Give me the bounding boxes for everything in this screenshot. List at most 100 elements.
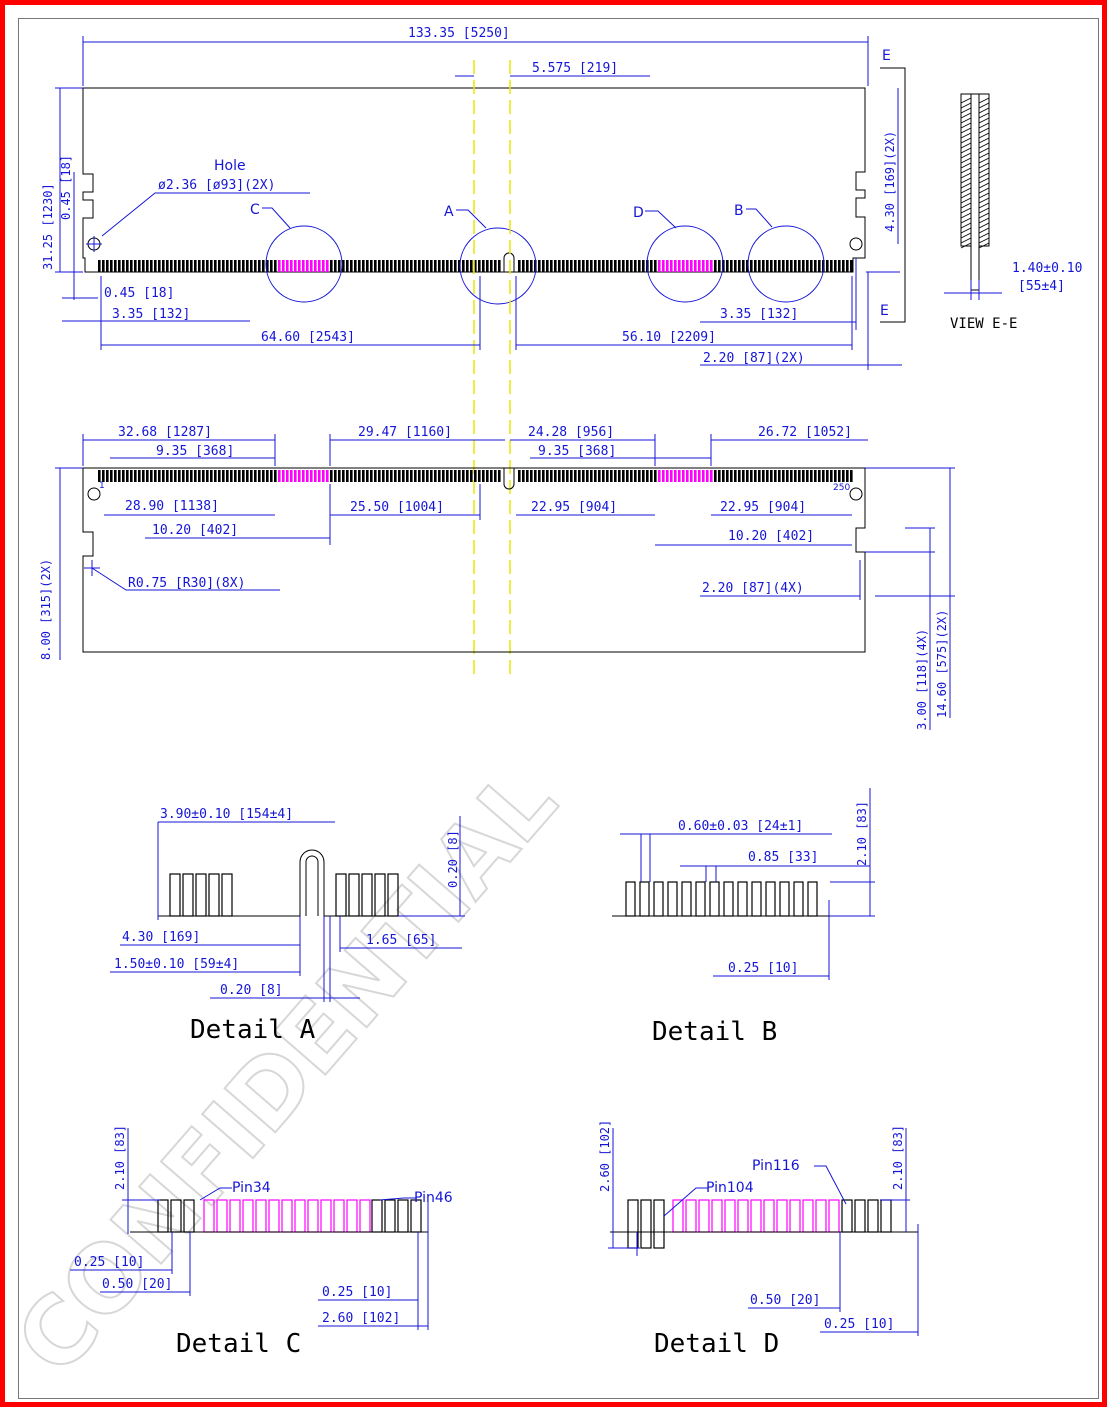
pin-tooth: [810, 260, 813, 272]
pin-tooth: [370, 470, 373, 482]
pin-tooth: [686, 260, 689, 272]
pin-tooth: [710, 470, 713, 482]
pin-tooth: [590, 470, 593, 482]
pin-tooth: [442, 260, 445, 272]
pin-tooth: [602, 470, 605, 482]
dim-m7: 28.90 [1138]: [125, 499, 219, 514]
pin-tooth: [150, 470, 153, 482]
pin-tooth: [458, 260, 461, 272]
pin-tooth: [462, 470, 465, 482]
pin-tooth: [286, 470, 289, 482]
hatch-line: [960, 112, 972, 119]
contact-pad: [195, 873, 207, 917]
pin-tooth: [146, 470, 149, 482]
pin-tooth: [706, 260, 709, 272]
hatch-line: [978, 152, 990, 159]
dim-radius: R0.75 [R30](8X): [128, 576, 245, 591]
pin-tooth: [610, 260, 613, 272]
dim-m3: 29.47 [1160]: [358, 425, 452, 440]
pin-tooth: [634, 260, 637, 272]
pin-tooth: [530, 470, 533, 482]
pin-tooth: [350, 260, 353, 272]
pin-tooth: [334, 260, 337, 272]
pin-tooth: [746, 260, 749, 272]
pin-tooth: [742, 470, 745, 482]
pin-tooth: [218, 260, 221, 272]
pin-tooth: [594, 260, 597, 272]
pin-tooth: [654, 260, 657, 272]
pin-tooth: [466, 470, 469, 482]
detail-a-d1: 4.30 [169]: [122, 930, 200, 945]
pin-tooth: [362, 260, 365, 272]
pin-tooth: [450, 260, 453, 272]
contact-pad: [815, 1199, 827, 1233]
pin-tooth: [814, 470, 817, 482]
pin-tooth: [386, 260, 389, 272]
pin-tooth: [422, 470, 425, 482]
contact-pad: [335, 873, 347, 917]
pin-tooth: [782, 470, 785, 482]
pin-tooth: [206, 260, 209, 272]
pin-tooth: [338, 260, 341, 272]
contact-pad: [672, 1199, 684, 1233]
contact-pad: [724, 1199, 736, 1233]
pin-tooth: [850, 470, 853, 482]
contact-pad: [776, 1199, 788, 1233]
pin-tooth: [118, 260, 121, 272]
pin-tooth: [554, 260, 557, 272]
pin-tooth: [574, 260, 577, 272]
dim-hole-x-left: 3.35 [132]: [112, 307, 190, 322]
pin-tooth: [338, 470, 341, 482]
pin-tooth: [210, 260, 213, 272]
pin-tooth: [850, 260, 853, 272]
hatch-line: [960, 132, 972, 139]
pin-tooth: [382, 260, 385, 272]
pin-tooth: [642, 470, 645, 482]
view-e-thickness-mil: [55±4]: [1018, 279, 1065, 294]
pin-tooth: [582, 470, 585, 482]
detail-c-circle: [265, 225, 343, 303]
detail-d-height-left: 2.60 [102]: [598, 1120, 612, 1192]
contact-pad: [294, 1199, 306, 1233]
pin-tooth: [194, 260, 197, 272]
dim-total-height: 31.25 [1230]: [41, 183, 55, 270]
contact-pad: [695, 881, 706, 917]
pin-tooth: [770, 260, 773, 272]
pin-tooth: [422, 260, 425, 272]
contact-pad: [789, 1199, 801, 1233]
pin-tooth: [778, 260, 781, 272]
pin-tooth: [282, 470, 285, 482]
pin-tooth: [614, 260, 617, 272]
contact-pad: [371, 1199, 383, 1233]
contact-pad: [737, 1199, 749, 1233]
pin-tooth: [542, 260, 545, 272]
pin-tooth: [558, 260, 561, 272]
pin-tooth: [406, 260, 409, 272]
pin-tooth: [266, 470, 269, 482]
pin-tooth: [586, 260, 589, 272]
section-e-top: E: [882, 48, 891, 64]
pin-tooth: [106, 470, 109, 482]
pin-tooth: [598, 260, 601, 272]
pin-tooth: [346, 260, 349, 272]
pin-tooth: [254, 260, 257, 272]
pin-tooth: [458, 470, 461, 482]
pin-tooth: [230, 260, 233, 272]
pin-tooth: [102, 260, 105, 272]
contact-pad: [750, 1199, 762, 1233]
pin-tooth: [294, 470, 297, 482]
pin-tooth: [762, 260, 765, 272]
hatch-line: [978, 142, 990, 149]
dim-m10: 22.95 [904]: [531, 500, 617, 515]
pin-tooth: [142, 470, 145, 482]
pin-tooth: [314, 260, 317, 272]
contact-pad: [681, 881, 692, 917]
pin-tooth: [182, 260, 185, 272]
pin-tooth: [166, 470, 169, 482]
pin-tooth: [534, 470, 537, 482]
pin-tooth: [358, 470, 361, 482]
pin-tooth: [690, 260, 693, 272]
pin-tooth: [778, 470, 781, 482]
pin-tooth: [138, 470, 141, 482]
pin-tooth: [186, 260, 189, 272]
